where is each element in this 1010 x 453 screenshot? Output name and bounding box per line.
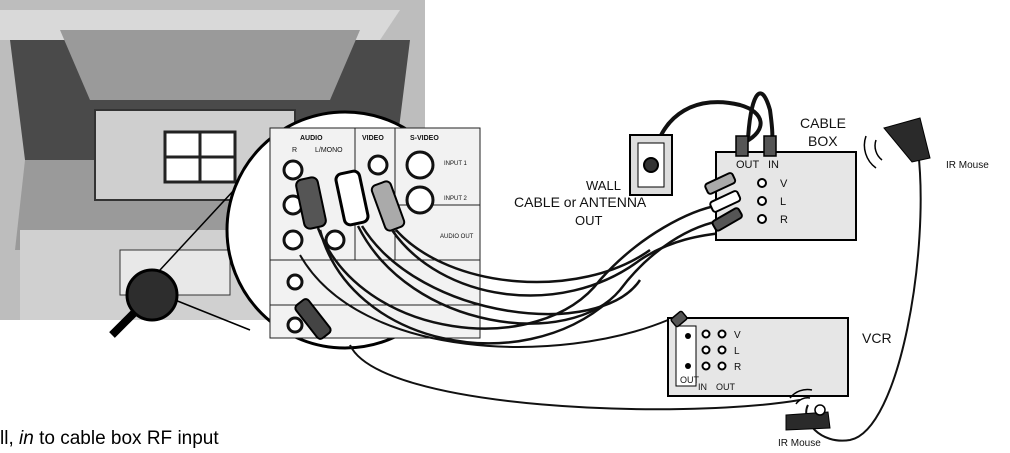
panel-svideo-label: S-VIDEO xyxy=(410,135,439,142)
cable-box-l-label: L xyxy=(780,196,786,208)
wall-plate xyxy=(629,134,673,196)
panel-input2-label: INPUT 2 xyxy=(444,196,468,202)
input-panel-magnified: AUDIO VIDEO S-VIDEO R L/MONO INPUT 1 INP… xyxy=(225,110,481,350)
panel-video-label: VIDEO xyxy=(362,135,384,142)
vcr-v-label: V xyxy=(734,330,741,341)
cable-box-v-label: V xyxy=(780,178,788,190)
vcr: OUT V L R IN OUT xyxy=(667,310,849,397)
vent-grille xyxy=(163,130,237,184)
caption: ll, in to cable box RF input xyxy=(0,428,219,450)
cable-box-label-line2: BOX xyxy=(808,133,838,149)
caption-emphasis: in xyxy=(19,428,34,449)
rca-plug-gray xyxy=(295,176,327,230)
vcr-in-label: IN xyxy=(698,382,707,392)
panel-jacks xyxy=(282,150,435,334)
out-label: OUT xyxy=(575,213,603,228)
ir-blaster-plug xyxy=(294,298,332,340)
magnifier-lens-small xyxy=(125,268,179,322)
wall-label: WALL xyxy=(586,178,621,193)
magnifier-handle xyxy=(109,310,137,338)
cable-box-label-line1: CABLE xyxy=(800,115,846,131)
ir-mouse-top-label: IR Mouse xyxy=(946,160,989,171)
vcr-r-label: R xyxy=(734,362,741,373)
vcr-rf-out-label: OUT xyxy=(680,375,700,385)
vcr-l-label: L xyxy=(734,346,740,357)
cable-box: OUT IN V L R xyxy=(704,135,857,241)
panel-input1-label: INPUT 1 xyxy=(444,161,468,167)
panel-lmono-label: L/MONO xyxy=(315,147,343,154)
panel-r-label: R xyxy=(292,147,297,154)
vcr-out-label: OUT xyxy=(716,382,736,392)
ir-mouse-top xyxy=(863,117,931,169)
panel-audio-label: AUDIO xyxy=(300,135,323,142)
caption-suffix: to cable box RF input xyxy=(39,428,219,449)
cable-box-out-port-label: OUT xyxy=(736,159,760,171)
rca-plug-white xyxy=(334,169,370,227)
vcr-label: VCR xyxy=(862,330,892,346)
caption-prefix: ll, xyxy=(0,428,14,449)
ir-mouse-bottom-label: IR Mouse xyxy=(778,438,821,449)
cable-box-r-label: R xyxy=(780,214,788,226)
cable-or-antenna-label: CABLE or ANTENNA xyxy=(514,194,647,210)
panel-audio-out-label: AUDIO OUT xyxy=(440,234,474,240)
cables xyxy=(299,91,922,442)
rca-plug-light xyxy=(370,180,406,232)
cable-box-in-port-label: IN xyxy=(768,159,779,171)
ir-mouse-bottom xyxy=(785,388,831,431)
